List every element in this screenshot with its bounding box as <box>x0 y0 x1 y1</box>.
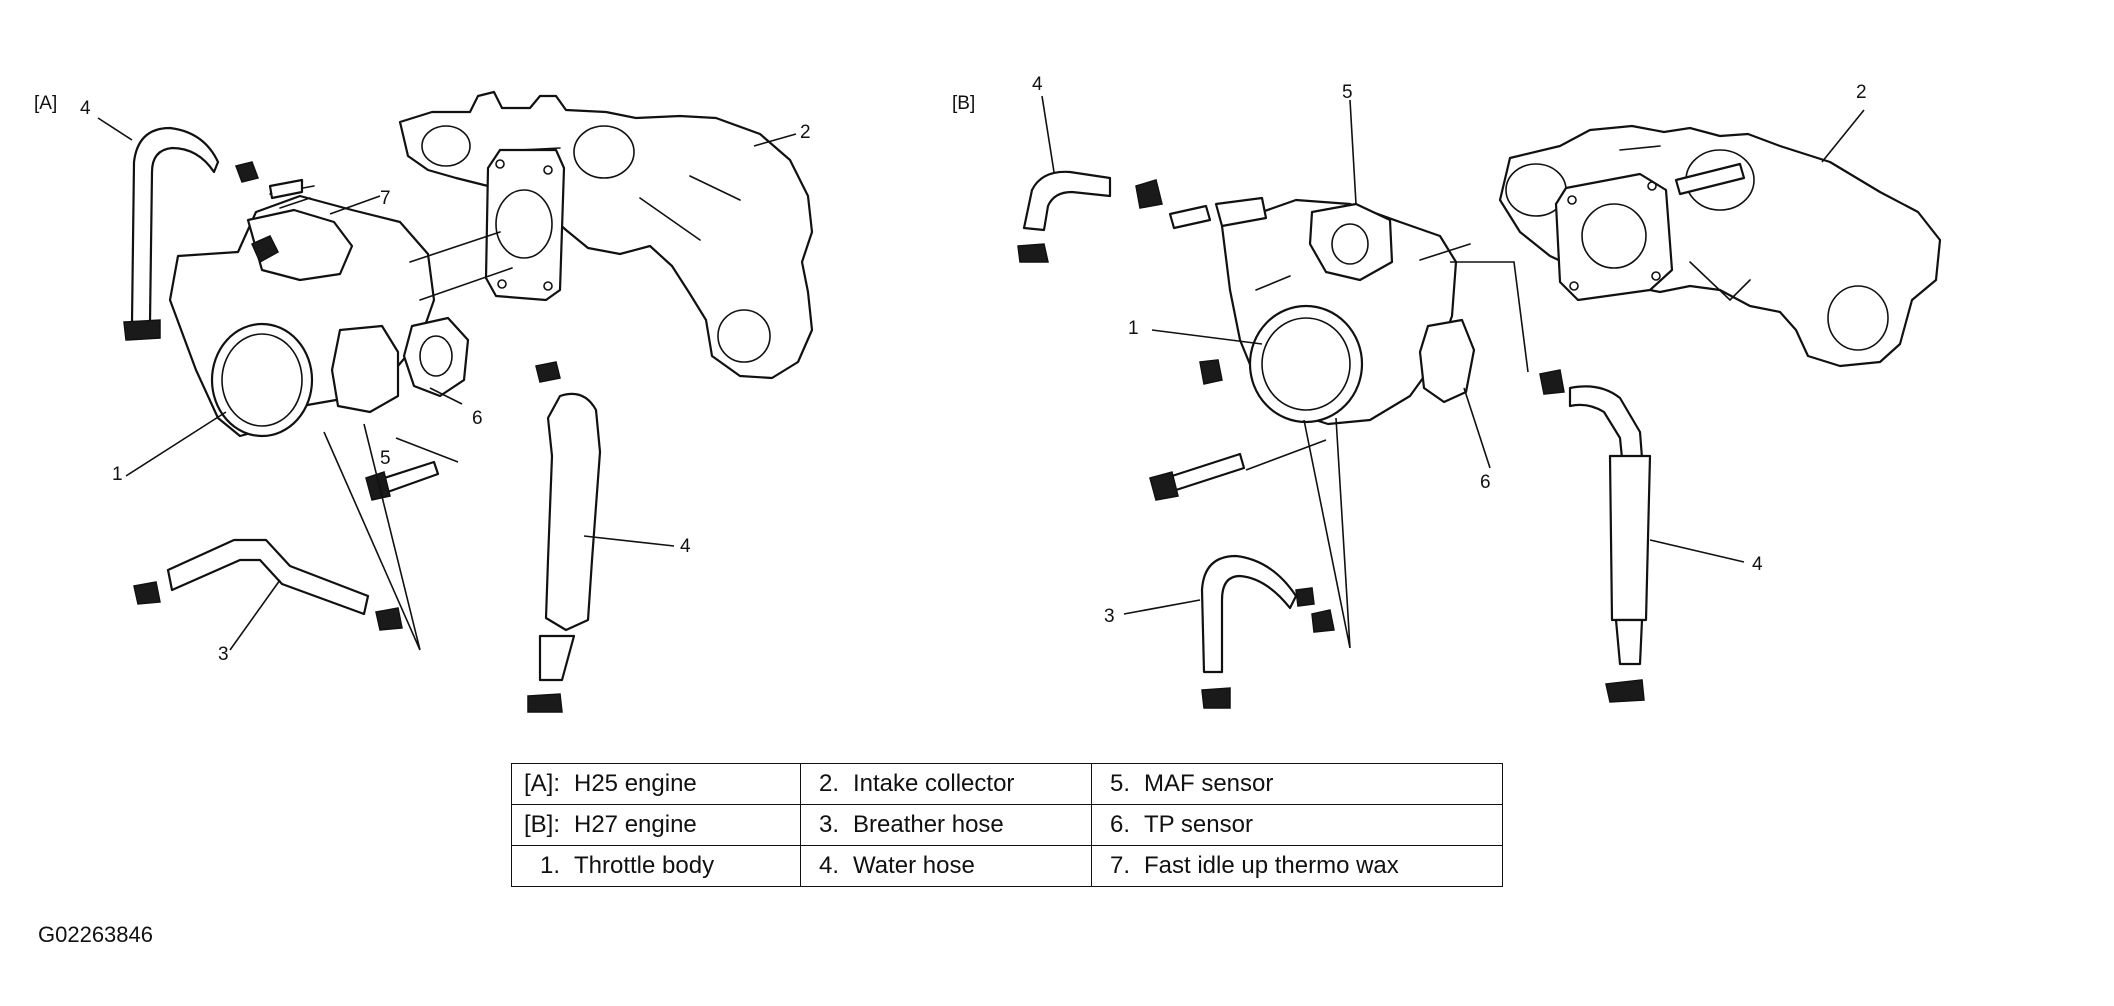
view-b-throttle-body <box>1214 196 1476 426</box>
view-b-gasket <box>1554 162 1746 302</box>
legend-text: H27 engine <box>574 811 697 838</box>
legend-cell: 3. Breather hose <box>800 804 1092 846</box>
legend-cell: 1. Throttle body <box>511 845 801 887</box>
legend-key: 7. <box>1109 852 1130 879</box>
callout-a-1: 1 <box>112 464 123 485</box>
view-b-maf-sensor <box>1308 202 1394 282</box>
view-b-tp-sensor <box>1418 318 1476 404</box>
legend-row: [B]: H27 engine 3. Breather hose 6. TP sens… <box>511 804 1503 846</box>
view-a-breather-hose: 3 <box>133 538 403 665</box>
legend-key: 4. <box>818 852 839 879</box>
legend-text: TP sensor <box>1144 811 1253 838</box>
figure-code: G02263846 <box>38 922 153 947</box>
legend-cell: [A]: H25 engine <box>511 763 801 805</box>
legend-text: Fast idle up thermo wax <box>1144 852 1399 879</box>
legend-key: 1. <box>539 852 560 879</box>
callout-b-4-upper: 4 <box>1032 74 1043 95</box>
view-a-gasket <box>484 148 566 302</box>
legend-key: [A]: <box>523 770 560 797</box>
legend-cell: 2. Intake collector <box>800 763 1092 805</box>
legend-row: 1. Throttle body 4. Water hose 7. Fast idle… <box>511 845 1503 887</box>
view-b: [B] 2 <box>952 74 1942 709</box>
callout-a-7: 7 <box>380 188 391 209</box>
callout-b-2: 2 <box>1856 82 1867 103</box>
callout-b-3: 3 <box>1104 606 1115 627</box>
view-a-water-hose-upper: 4 <box>80 98 259 341</box>
legend-text: Intake collector <box>853 770 1015 797</box>
legend-row: [A]: H25 engine 2. Intake collector 5. MAF … <box>511 763 1503 805</box>
legend-key: 2. <box>818 770 839 797</box>
callout-b-6: 6 <box>1480 472 1491 493</box>
legend-key: 6. <box>1109 811 1130 838</box>
callout-b-1: 1 <box>1128 318 1139 339</box>
callout-b-4-lower: 4 <box>1752 554 1763 575</box>
callout-a-3: 3 <box>218 644 229 665</box>
legend-cell: 4. Water hose <box>800 845 1092 887</box>
callout-a-4-upper: 4 <box>80 98 91 119</box>
view-b-water-hose-upper: 4 <box>1017 74 1212 263</box>
callout-b-5: 5 <box>1342 82 1353 103</box>
legend-text: Water hose <box>853 852 975 879</box>
view-b-breather-hose: 3 <box>1104 554 1335 709</box>
legend-key: 5. <box>1109 770 1130 797</box>
legend-cell: 5. MAF sensor <box>1091 763 1503 805</box>
legend-cell: 7. Fast idle up thermo wax <box>1091 845 1503 887</box>
view-a-throttle-body <box>168 185 513 438</box>
legend-key: [B]: <box>523 811 560 838</box>
legend-cell: [B]: H27 engine <box>511 804 801 846</box>
callout-a-5: 5 <box>380 448 391 469</box>
legend-text: Breather hose <box>853 811 1004 838</box>
view-b-tag: [B] <box>952 93 975 114</box>
view-a: [A] 2 <box>34 90 814 713</box>
legend-cell: 6. TP sensor <box>1091 804 1503 846</box>
legend-table: [A]: H25 engine 2. Intake collector 5. MAF … <box>511 763 1503 887</box>
view-a-tag: [A] <box>34 93 57 114</box>
view-a-water-hose-lower: 4 <box>527 361 691 713</box>
view-a-tp-sensor <box>402 316 470 398</box>
legend-key: 3. <box>818 811 839 838</box>
view-b-water-hose-lower: 4 <box>1539 369 1763 703</box>
callout-a-2: 2 <box>800 122 811 143</box>
legend-text: H25 engine <box>574 770 697 797</box>
callout-a-4-lower: 4 <box>680 536 691 557</box>
view-a-maf-sensor <box>330 324 400 414</box>
callout-a-6: 6 <box>472 408 483 429</box>
legend-text: Throttle body <box>574 852 715 879</box>
legend-text: MAF sensor <box>1144 770 1274 797</box>
